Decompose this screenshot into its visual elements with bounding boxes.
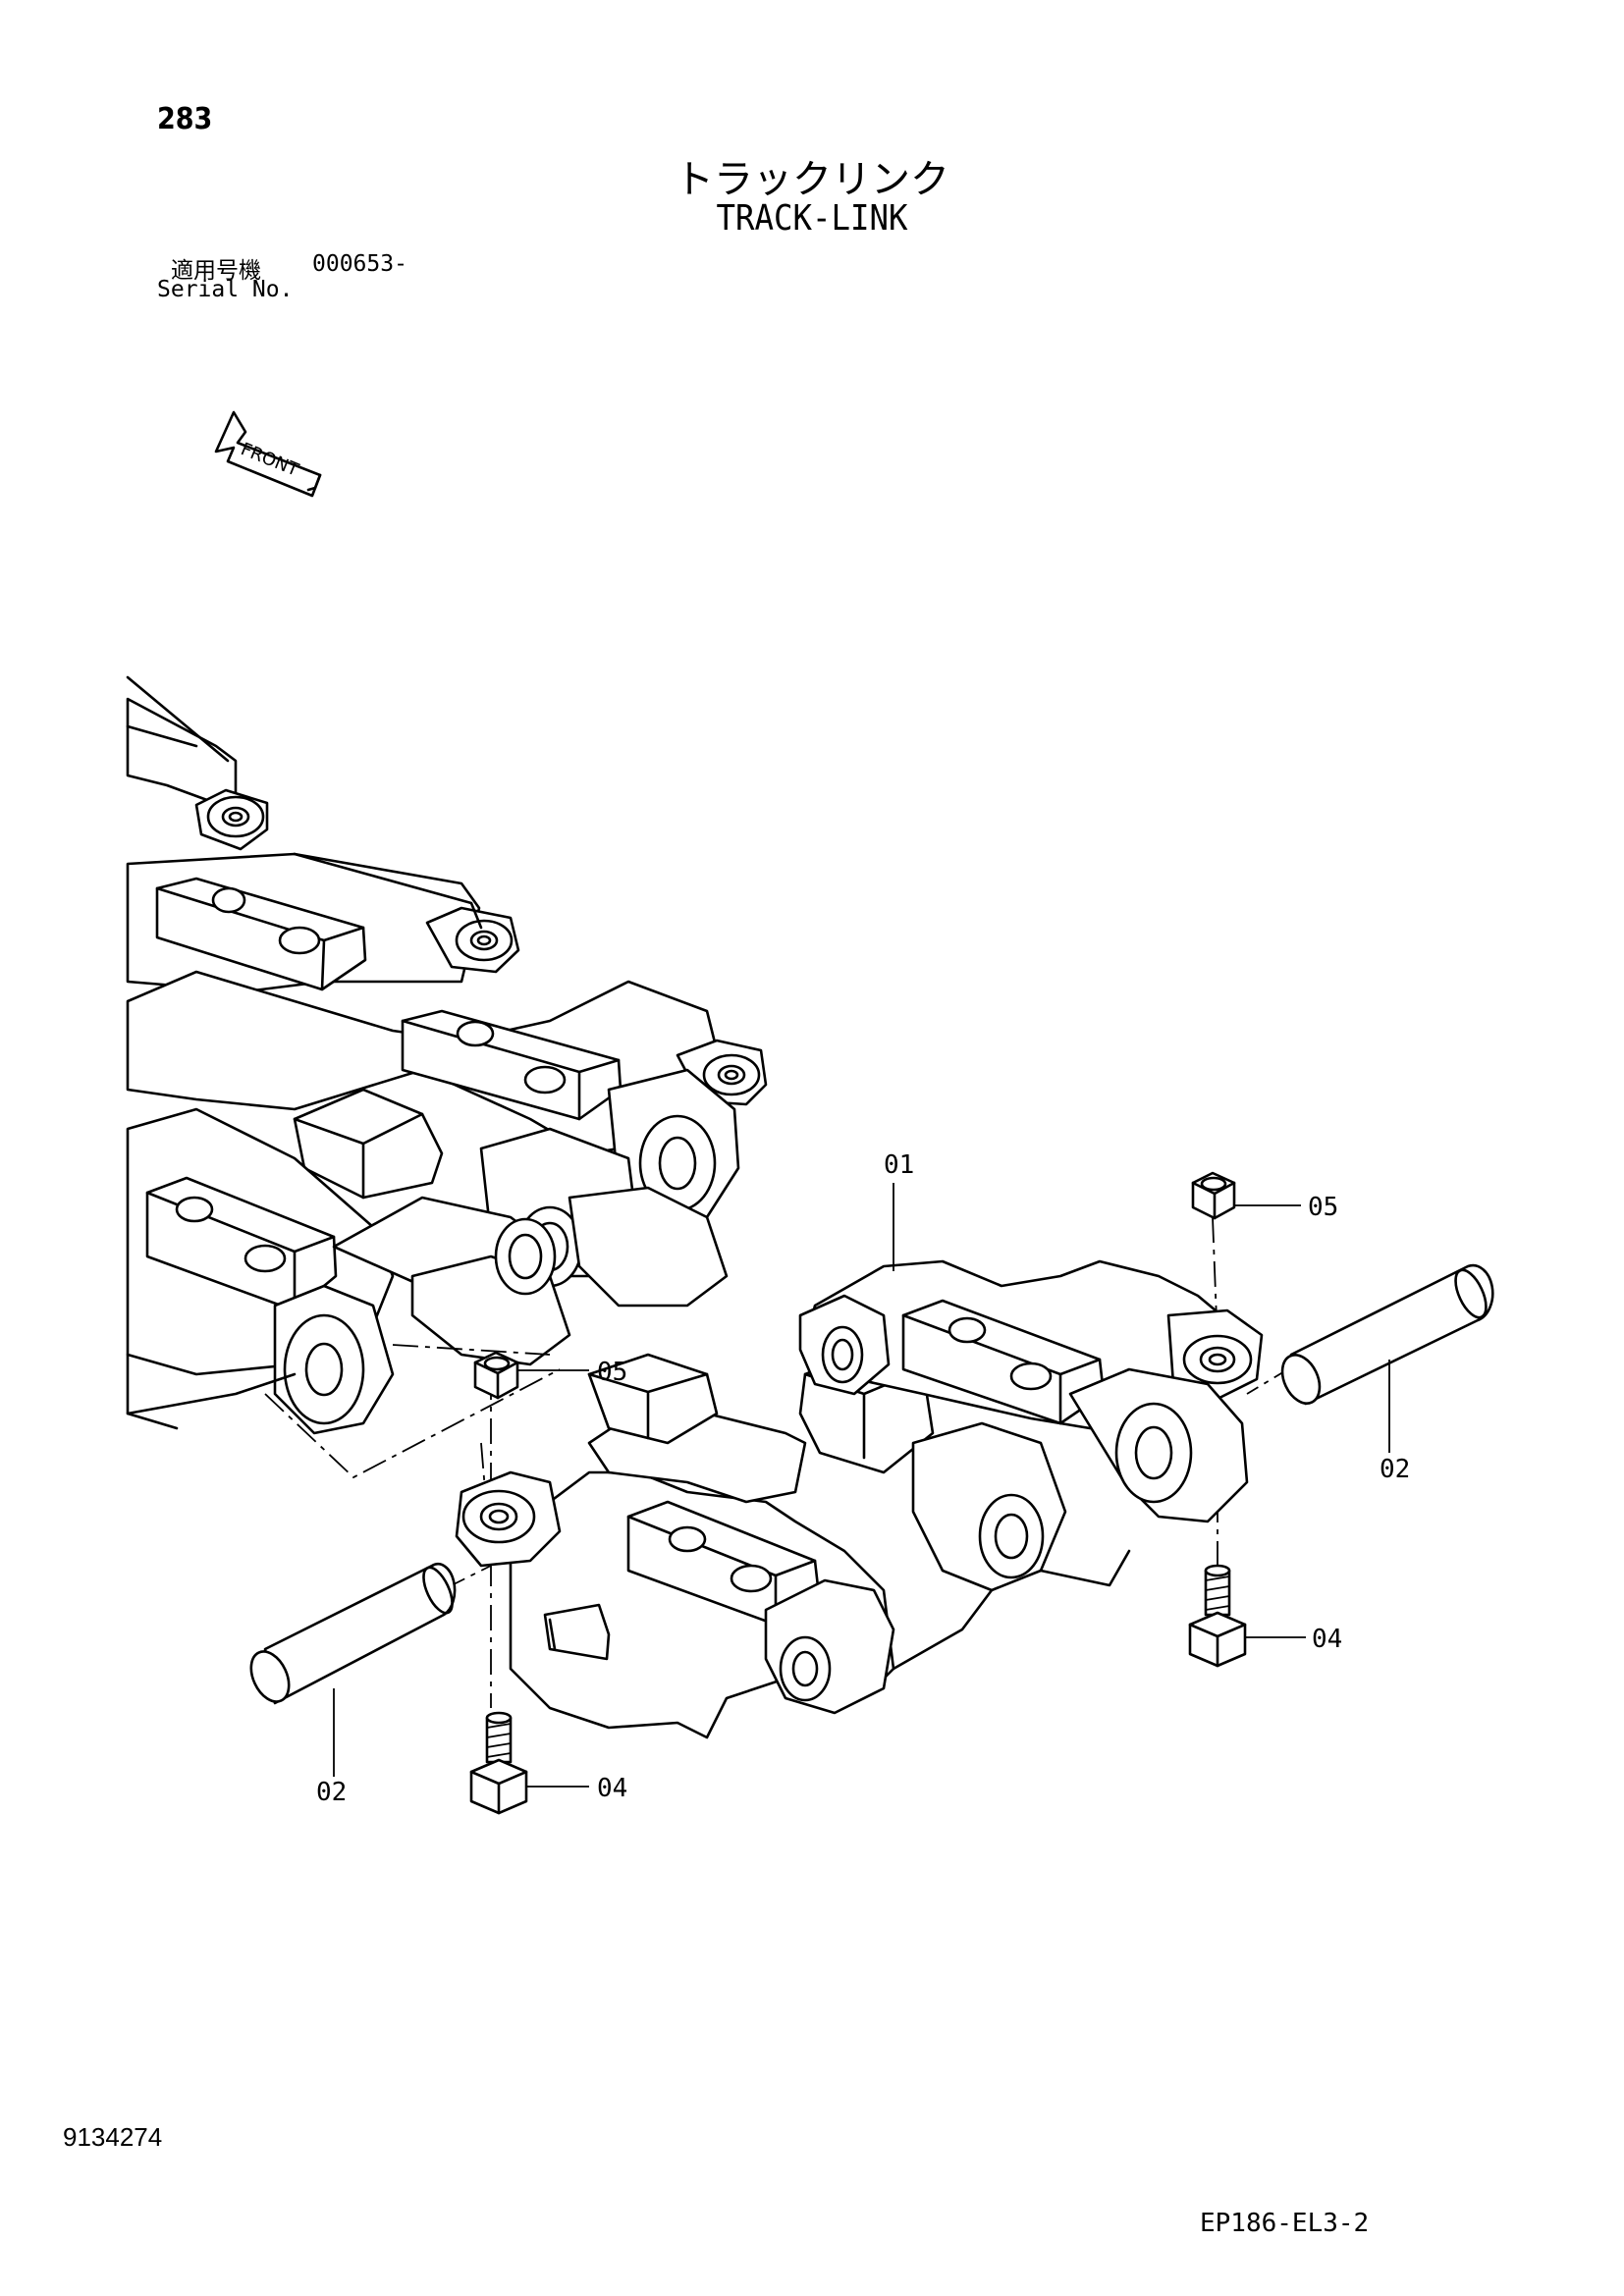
- pin-right: [1280, 1263, 1494, 1406]
- nut-left-icon: [473, 1351, 519, 1400]
- document-code: 9134274: [63, 2122, 163, 2152]
- title-japanese: トラックリンク: [675, 157, 949, 202]
- serial-label-english: Serial No.: [157, 277, 294, 302]
- title-english: TRACK-LINK: [716, 198, 908, 239]
- track-link-part: [455, 1259, 1264, 1739]
- callout-02-right: 02: [1380, 1455, 1410, 1484]
- bolt-left-icon: [469, 1711, 528, 1815]
- drawing-code: EP186-EL3-2: [1200, 2209, 1370, 2238]
- serial-value: 000653-: [312, 251, 407, 277]
- front-arrow-icon: FRONT: [214, 410, 322, 498]
- nut-right-icon: [1191, 1171, 1236, 1220]
- serial-label-japanese: 適用号機: [171, 258, 261, 284]
- callout-05-left: 05: [597, 1358, 627, 1387]
- pin-left: [249, 1563, 457, 1705]
- callout-leaders: [333, 1183, 1390, 1788]
- callout-05-right: 05: [1308, 1193, 1338, 1222]
- callout-01: 01: [884, 1150, 914, 1180]
- callout-04-left: 04: [597, 1774, 627, 1803]
- callout-02-left: 02: [316, 1778, 347, 1807]
- page-number: 283: [157, 102, 213, 136]
- track-link-chain: [126, 675, 768, 1435]
- bolt-right-icon: [1188, 1564, 1247, 1668]
- callout-04-right: 04: [1312, 1625, 1342, 1654]
